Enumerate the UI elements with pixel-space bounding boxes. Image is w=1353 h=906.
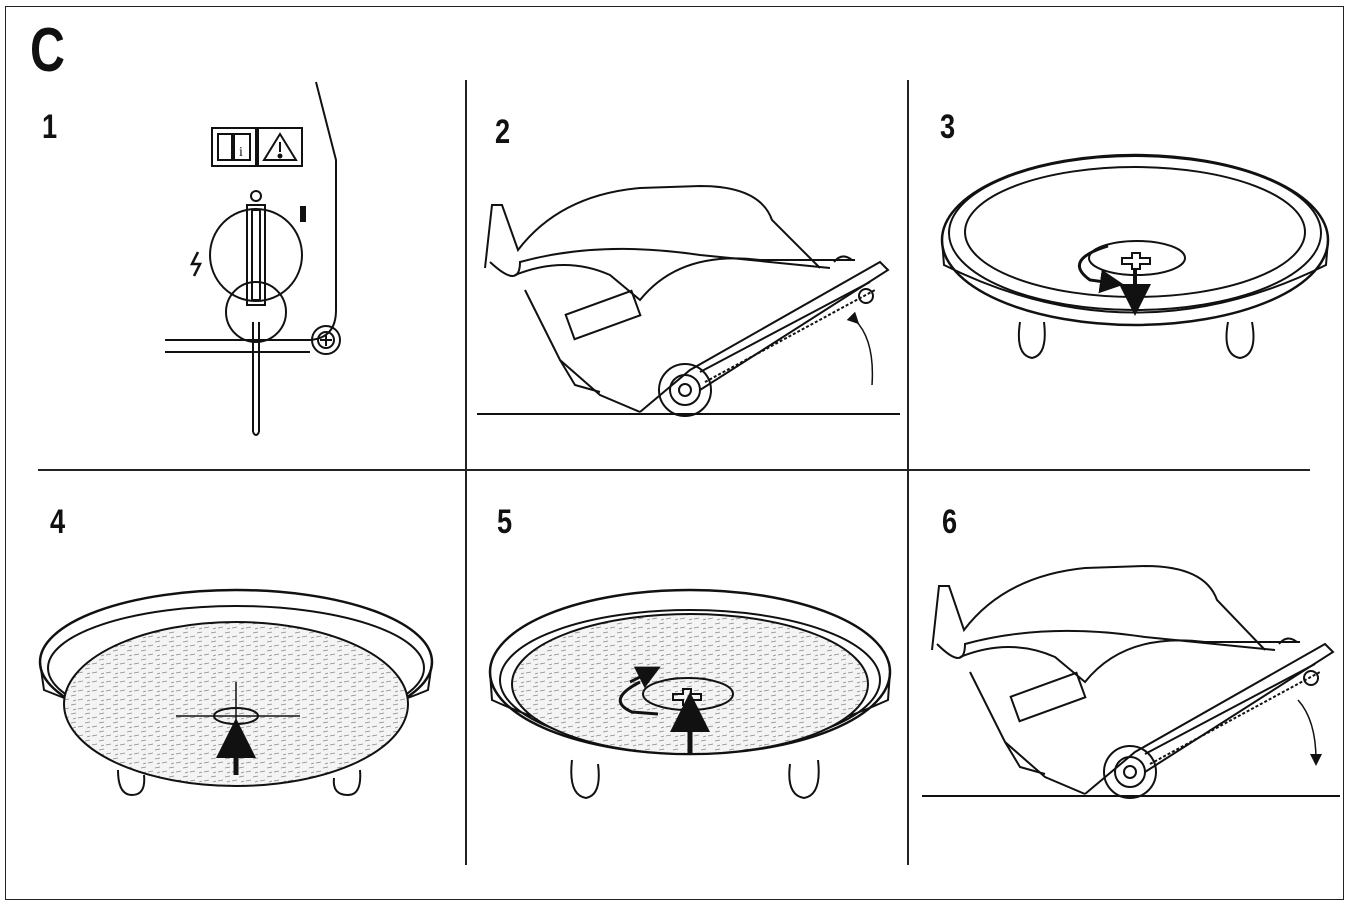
step-number-3: 3 (940, 108, 956, 146)
panel-dividers (38, 80, 1310, 865)
manual-book-icon: i (211, 127, 257, 167)
step-number-1: 1 (42, 108, 58, 146)
warning-triangle-icon (257, 127, 303, 167)
section-letter: C (30, 16, 65, 85)
panel-4-pad-centring (38, 588, 434, 797)
panel-6-machine-lowered (922, 564, 1340, 799)
panel-3-pad-driver (940, 153, 1330, 360)
step-number-5: 5 (497, 503, 513, 541)
svg-text:i: i (239, 145, 243, 160)
panel-1-key-switch: i (165, 81, 341, 436)
lightning-icon (189, 251, 203, 277)
step-number-2: 2 (495, 113, 511, 151)
switch-label-on-icon (300, 206, 306, 222)
switch-label-off-icon (250, 190, 262, 202)
step-number-4: 4 (50, 503, 66, 541)
panel-2-machine-tilted (477, 184, 900, 417)
step-number-6: 6 (942, 503, 958, 541)
diagram-frame (5, 6, 1344, 900)
panel-5-pad-refit (488, 588, 892, 800)
